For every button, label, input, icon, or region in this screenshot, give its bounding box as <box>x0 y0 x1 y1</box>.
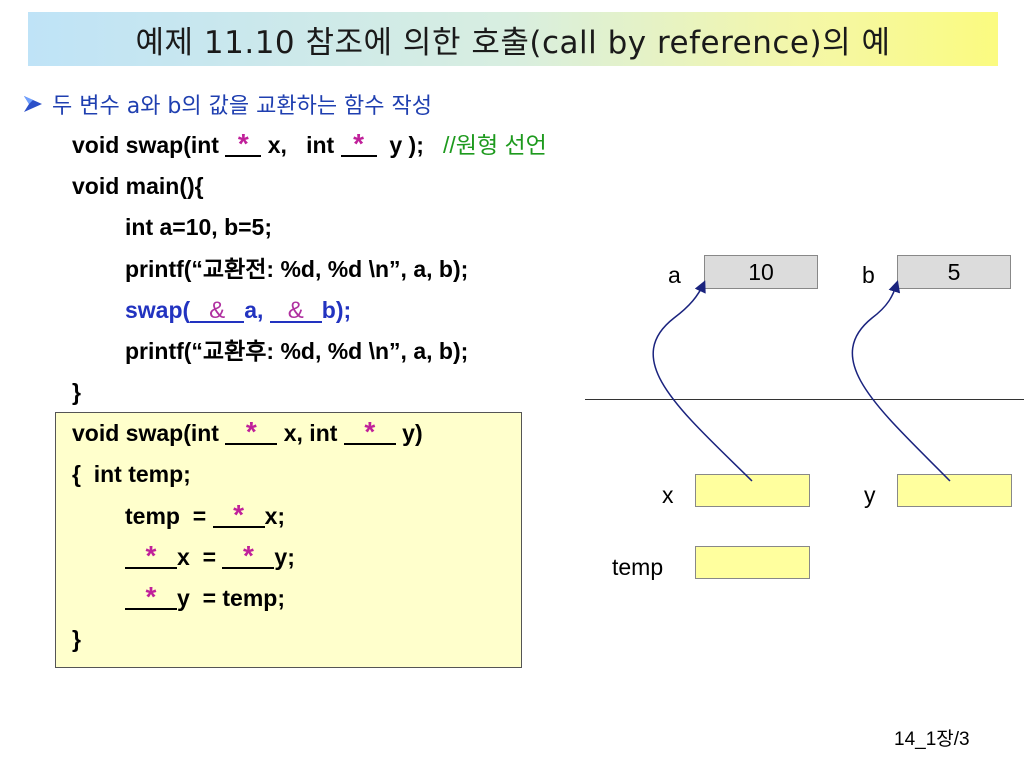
swap-function-box <box>55 412 522 668</box>
var-temp-label: temp <box>612 554 664 580</box>
var-b-value: 5 <box>947 258 961 285</box>
title-bar: 예제 11.10 참조에 의한 호출(call by reference)의 예 <box>28 12 998 66</box>
var-x-box <box>695 474 810 507</box>
code-line-close-swap: } <box>72 626 81 652</box>
var-y-box <box>897 474 1012 507</box>
scope-divider <box>585 399 1024 400</box>
code-line-decl: int a=10, b=5; <box>125 214 273 240</box>
arrow-bullet-icon <box>24 96 42 112</box>
code-line-printf-after: printf(“교환후: %d, %d \n”, a, b); <box>125 338 469 364</box>
code-line-close-main: } <box>72 379 81 405</box>
star-blank: * <box>353 128 365 159</box>
pointer-arrow-y-to-b <box>851 280 951 482</box>
var-a-value: 10 <box>748 258 774 285</box>
var-a-box: 10 <box>704 255 818 289</box>
star-blank: * <box>237 128 249 159</box>
page-title: 예제 11.10 참조에 의한 호출(call by reference)의 예 <box>135 24 891 61</box>
var-b-box: 5 <box>897 255 1011 289</box>
pointer-arrow-x-to-a <box>652 280 753 482</box>
star-blank: * <box>245 416 257 447</box>
code-line-swap-call: swap(&a, &b); <box>125 297 352 324</box>
var-temp-box <box>695 546 810 579</box>
code-line-y-assign: *y = temp; <box>125 583 285 611</box>
star-blank: * <box>145 540 157 571</box>
page-number: 14_1장/3 <box>894 729 970 750</box>
code-line-main: void main(){ <box>72 173 204 199</box>
code-line-x-assign: *x = *y; <box>125 542 295 570</box>
var-b-label: b <box>862 262 875 288</box>
star-blank: * <box>242 540 254 571</box>
star-blank: * <box>145 581 157 612</box>
code-line-temp-assign: temp = *x; <box>125 499 286 530</box>
amp-blank: & <box>209 297 226 324</box>
star-blank: * <box>233 499 245 530</box>
code-line-prototype: void swap(int * x, int * y ); //원형 선언 <box>72 128 547 159</box>
var-a-label: a <box>668 262 681 288</box>
var-y-label: y <box>864 482 876 508</box>
bullet-item: 두 변수 a와 b의 값을 교환하는 함수 작성 <box>22 88 432 120</box>
code-comment: //원형 선언 <box>443 132 547 158</box>
bullet-text: 두 변수 a와 b의 값을 교환하는 함수 작성 <box>52 94 432 119</box>
code-line-temp-decl: { int temp; <box>72 461 191 487</box>
code-line-printf-before: printf(“교환전: %d, %d \n”, a, b); <box>125 256 469 282</box>
var-x-label: x <box>662 482 674 508</box>
star-blank: * <box>364 416 376 447</box>
amp-blank: & <box>287 297 304 324</box>
code-line-swap-def: void swap(int * x, int * y) <box>72 416 423 447</box>
